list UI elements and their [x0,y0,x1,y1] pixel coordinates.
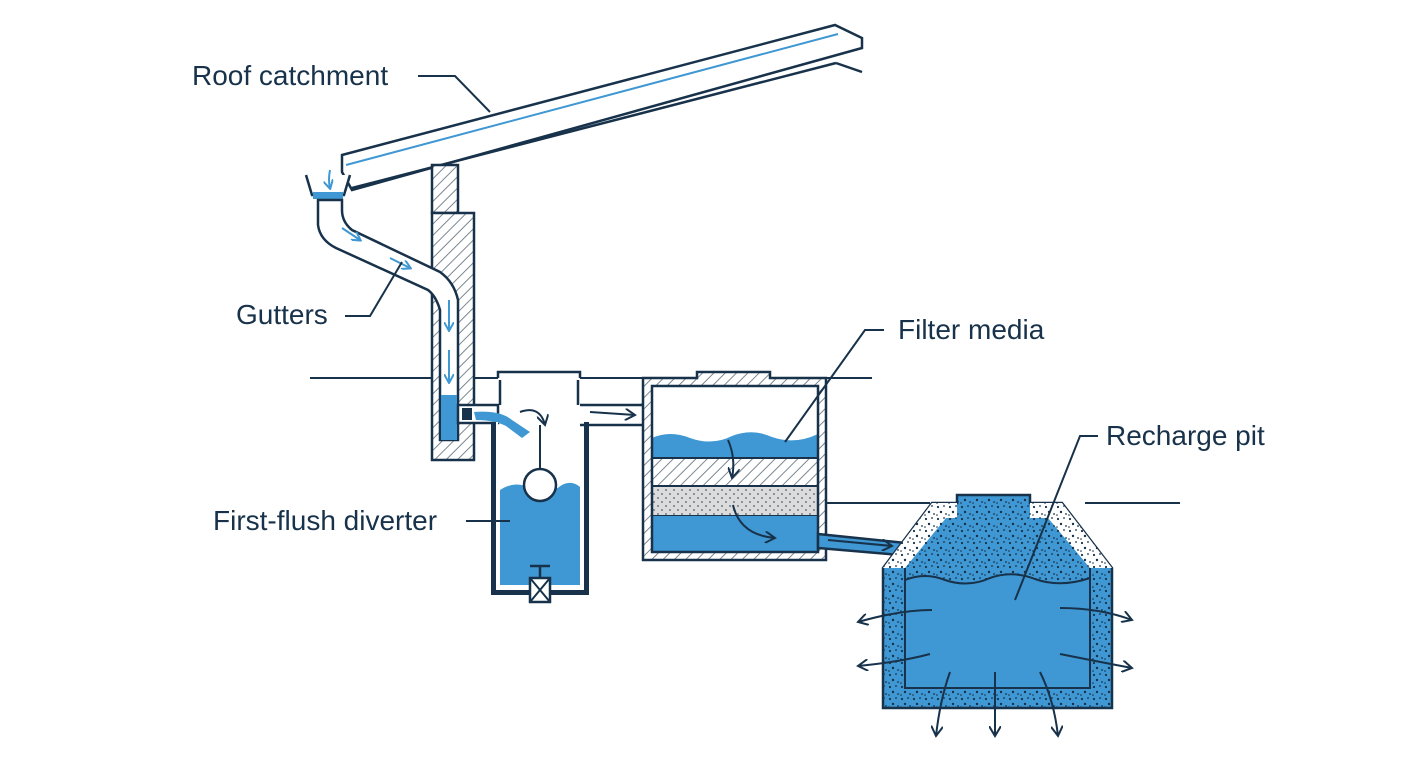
outlet-pipe [456,403,545,438]
filter-chamber [641,370,828,562]
label-gutters: Gutters [236,299,328,330]
label-roof-catchment: Roof catchment [192,60,389,91]
drain-valve [528,564,552,604]
label-filter-media: Filter media [898,314,1045,345]
label-recharge-pit: Recharge pit [1106,420,1265,451]
leader-lines [345,75,1098,601]
downpipe [316,198,460,442]
first-flush-diverter-chamber [491,370,589,595]
infiltration-arrows [858,607,1132,736]
gutter-bucket [304,169,352,199]
roof [340,23,864,192]
recharge-pit [881,493,1114,710]
label-first-flush-diverter: First-flush diverter [213,505,438,536]
